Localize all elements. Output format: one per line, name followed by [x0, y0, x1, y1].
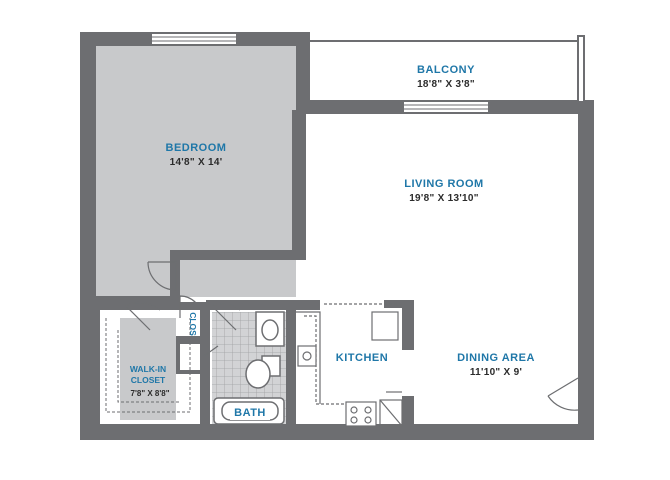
bath-label-box	[230, 404, 270, 420]
walk-in-closet-label-line2: CLOSET	[131, 375, 166, 385]
balcony-label: BALCONY	[417, 64, 475, 76]
room-labels: BALCONY 18'8" X 3'8" BEDROOM 14'8" X 14'…	[130, 64, 535, 420]
dining-area-dims: 11'10" X 9'	[470, 367, 522, 378]
living-room-label: LIVING ROOM	[404, 178, 483, 190]
dining-area-label: DINING AREA	[457, 352, 535, 364]
closet-shelves	[105, 318, 191, 413]
bath-label: BATH	[234, 407, 266, 419]
balcony-dims: 18'8" X 3'8"	[417, 79, 475, 90]
windows	[152, 34, 488, 112]
walk-in-closet-dims: 7'8" X 8'8"	[131, 389, 170, 398]
kitchen-fixtures	[296, 303, 403, 427]
kitchen-label: KITCHEN	[336, 352, 388, 364]
walk-in-closet-floor	[120, 318, 176, 420]
balcony-railing	[310, 35, 585, 103]
door-swings	[125, 261, 579, 411]
walk-in-closet-label-line1: WALK-IN	[130, 364, 166, 374]
living-room-dims: 19'8" X 13'10"	[409, 193, 479, 204]
bedroom-dims: 14'8" X 14'	[170, 157, 223, 168]
closet-label: CLOS	[188, 312, 198, 336]
bedroom-label: BEDROOM	[166, 142, 227, 154]
